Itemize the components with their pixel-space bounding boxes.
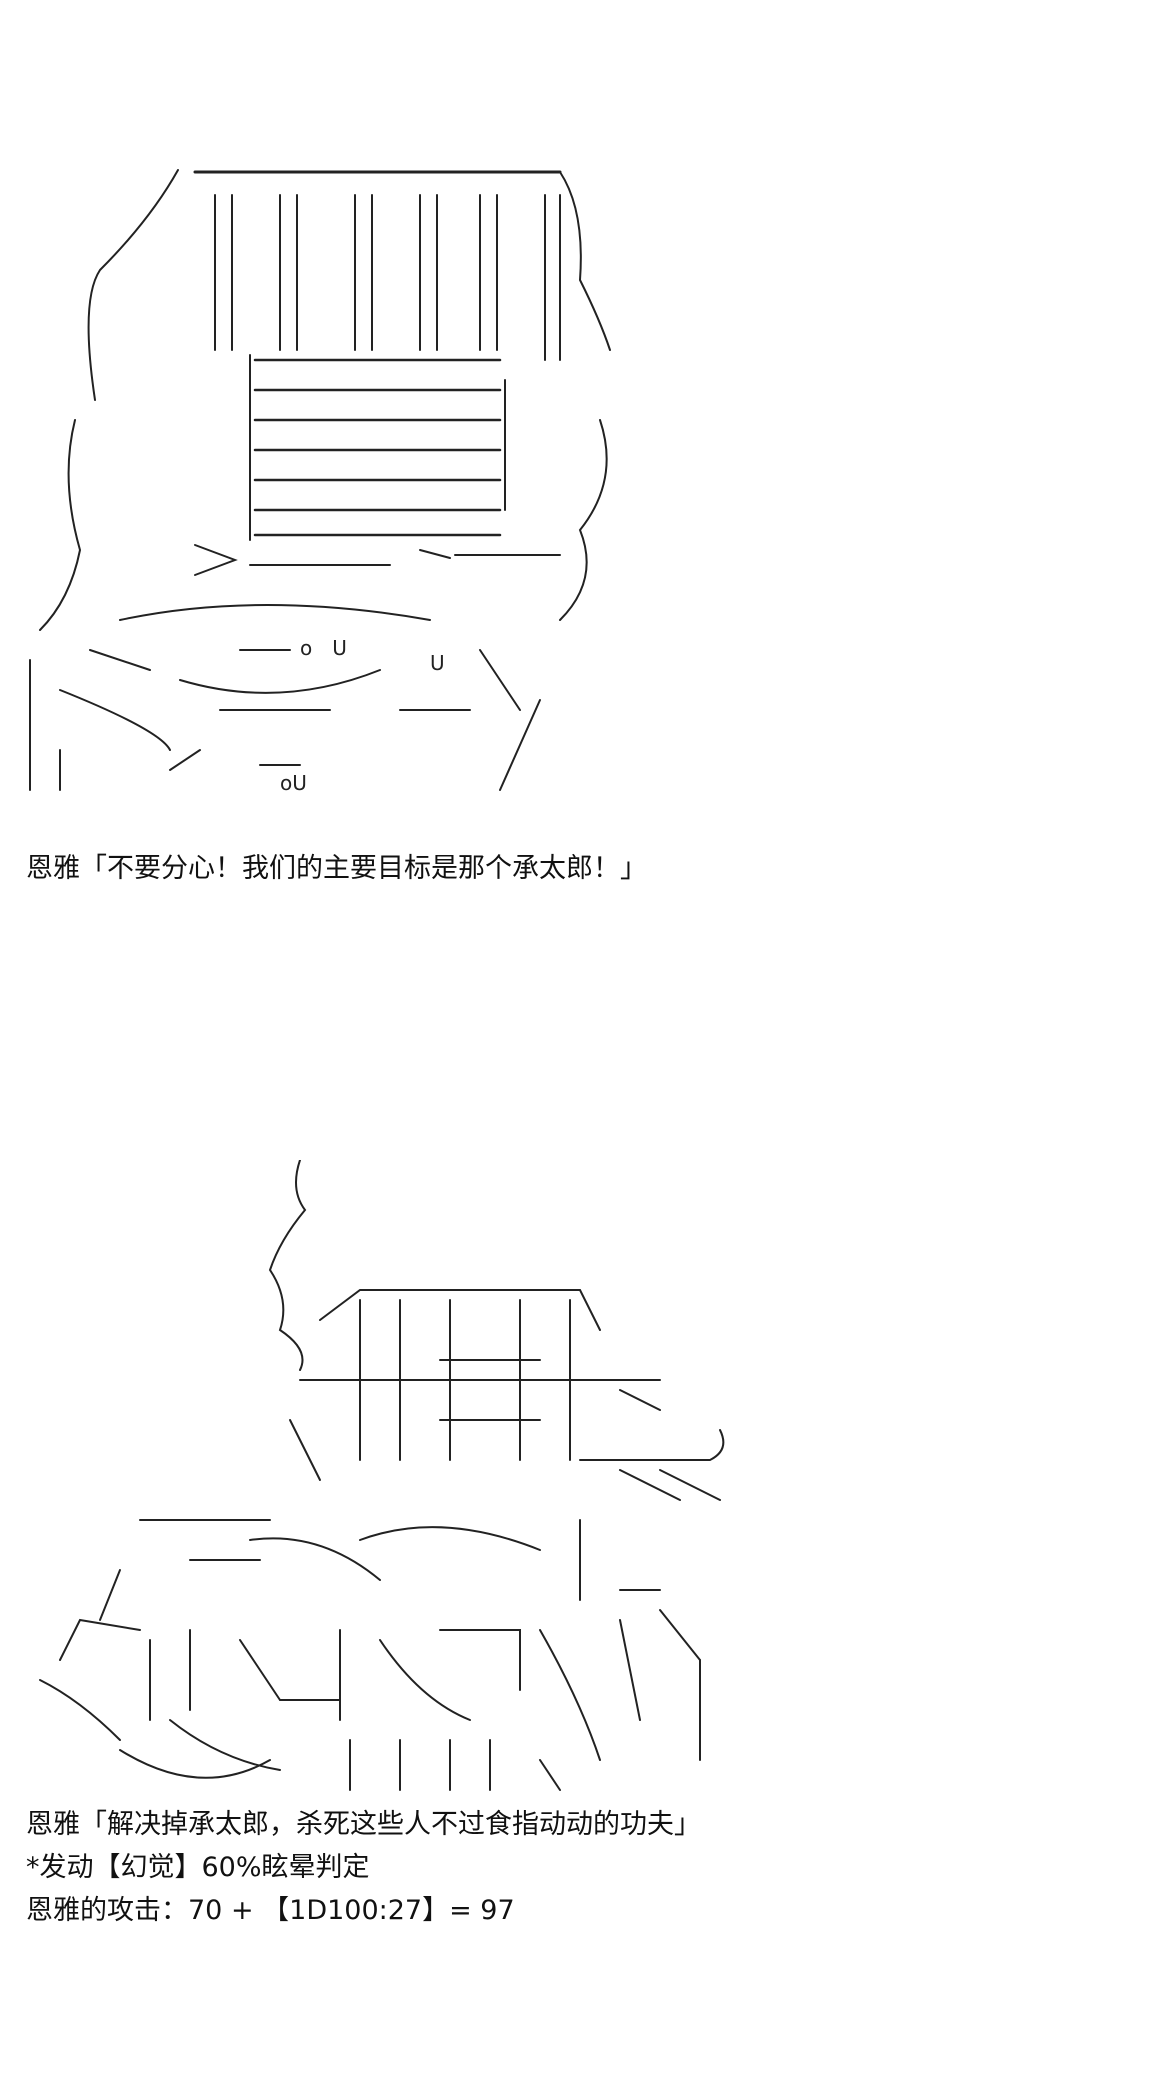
ascii-art-crowd-bottom xyxy=(39,1160,725,1791)
attack-roll-line: 恩雅的攻击：70 + 【1D100:27】= 97 xyxy=(26,1895,515,1926)
svg-text:oU: oU xyxy=(280,771,307,795)
svg-text:o U: o U xyxy=(300,636,347,660)
ability-roll-line: *发动【幻觉】60%眩晕判定 xyxy=(26,1852,370,1883)
dialogue-line-2: 恩雅「解决掉承太郎，杀死这些人不过食指动动的功夫」 xyxy=(26,1809,701,1840)
svg-text:U: U xyxy=(430,651,445,675)
dialogue-line-1: 恩雅「不要分心！我们的主要目标是那个承太郎！」 xyxy=(26,853,647,884)
ascii-art-character-top: o U U oU xyxy=(29,169,611,795)
